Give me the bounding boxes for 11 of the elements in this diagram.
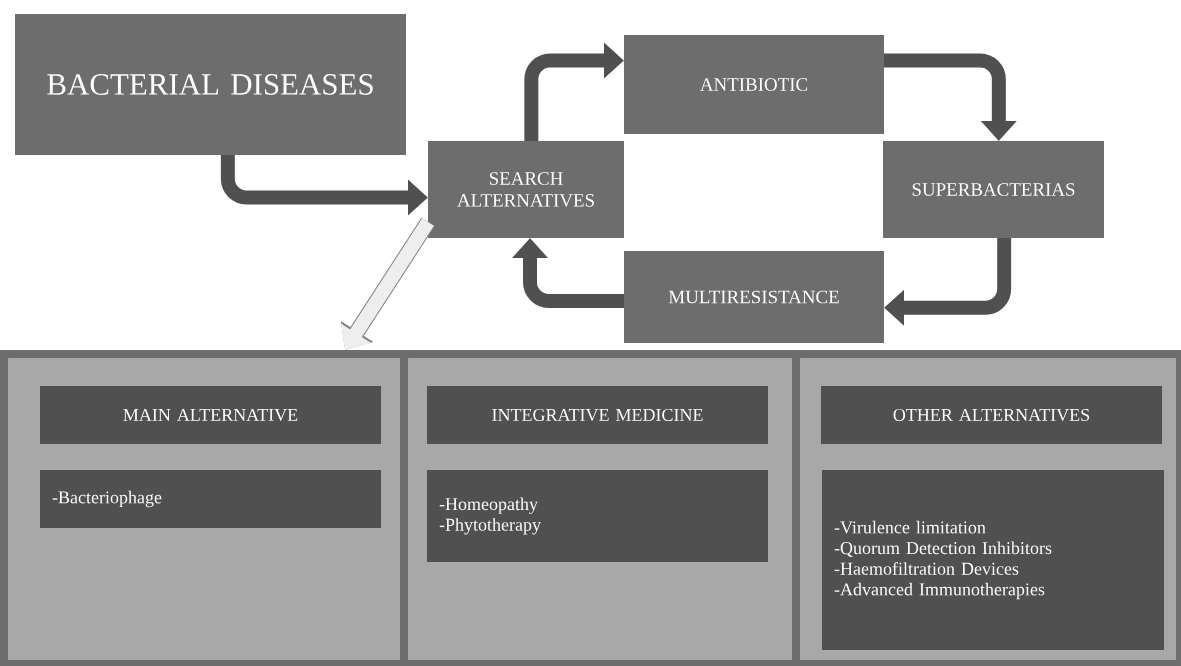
header-box: INTEGRATIVE MEDICINE	[427, 386, 768, 444]
process-box: SEARCH ALTERNATIVES	[428, 141, 624, 238]
list-box: -Virulence limitation -Quorum Detection Inhibitors -Haemofiltration Devices -Advanced Immunotherapies	[822, 470, 1164, 650]
list-box: -Homeopathy -Phytotherapy	[427, 470, 768, 562]
header-box: OTHER ALTERNATIVES	[821, 386, 1162, 444]
process-box: ANTIBIOTIC	[624, 35, 884, 134]
list-box: -Bacteriophage	[40, 470, 381, 528]
header-box: MAIN ALTERNATIVE	[40, 386, 381, 444]
process-box: BACTERIAL DISEASES	[15, 14, 406, 155]
process-box: MULTIRESISTANCE	[624, 251, 884, 343]
process-box: SUPERBACTERIAS	[883, 141, 1104, 238]
